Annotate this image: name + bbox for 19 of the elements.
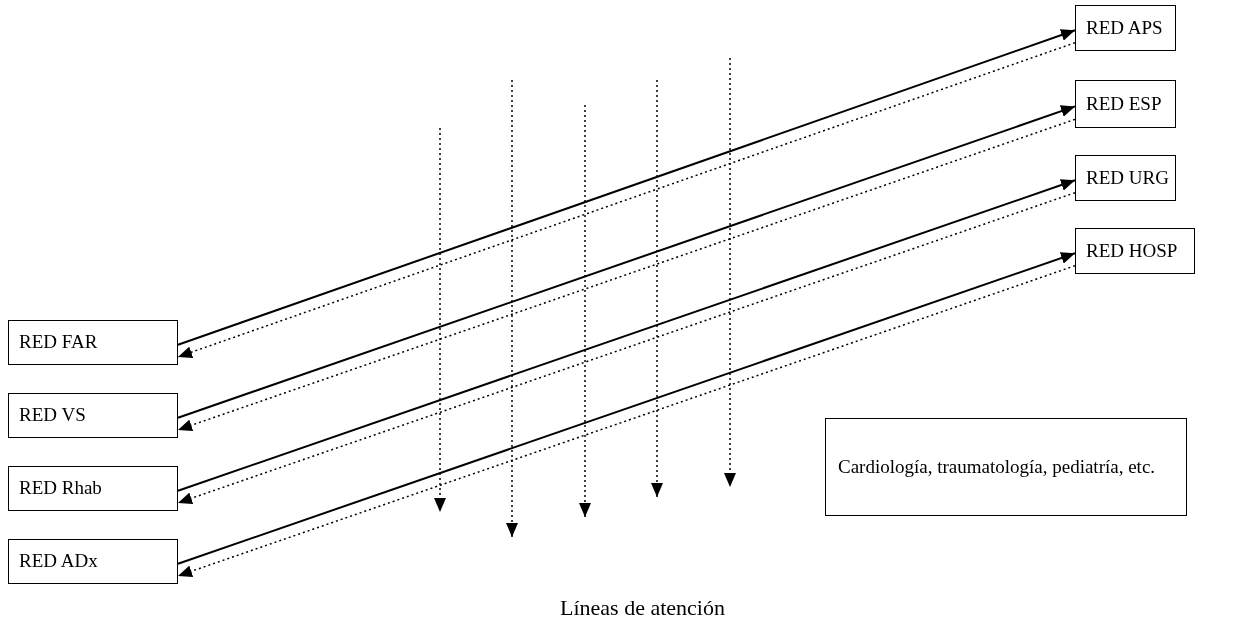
note-box bbox=[825, 418, 1187, 516]
node-text: RED ADx bbox=[19, 549, 98, 574]
node-text: RED Rhab bbox=[19, 476, 102, 501]
axis-caption: Líneas de atención bbox=[560, 595, 725, 621]
network-box bbox=[8, 320, 178, 365]
network-box bbox=[8, 466, 178, 511]
node-text: RED APS bbox=[1086, 15, 1163, 40]
node-text: RED VS bbox=[19, 403, 86, 428]
network-box bbox=[8, 393, 178, 438]
node-text: RED HOSP bbox=[1086, 238, 1178, 263]
node-text: RED URG bbox=[1086, 165, 1169, 190]
network-box bbox=[1075, 5, 1176, 51]
network-box bbox=[8, 539, 178, 584]
node-text: RED ESP bbox=[1086, 91, 1162, 116]
network-box bbox=[1075, 80, 1176, 128]
node-text: Cardiología, traumatología, pediatría, etc. bbox=[838, 454, 1156, 479]
network-box bbox=[1075, 155, 1176, 201]
network-box bbox=[1075, 228, 1195, 274]
node-text: RED FAR bbox=[19, 330, 98, 355]
